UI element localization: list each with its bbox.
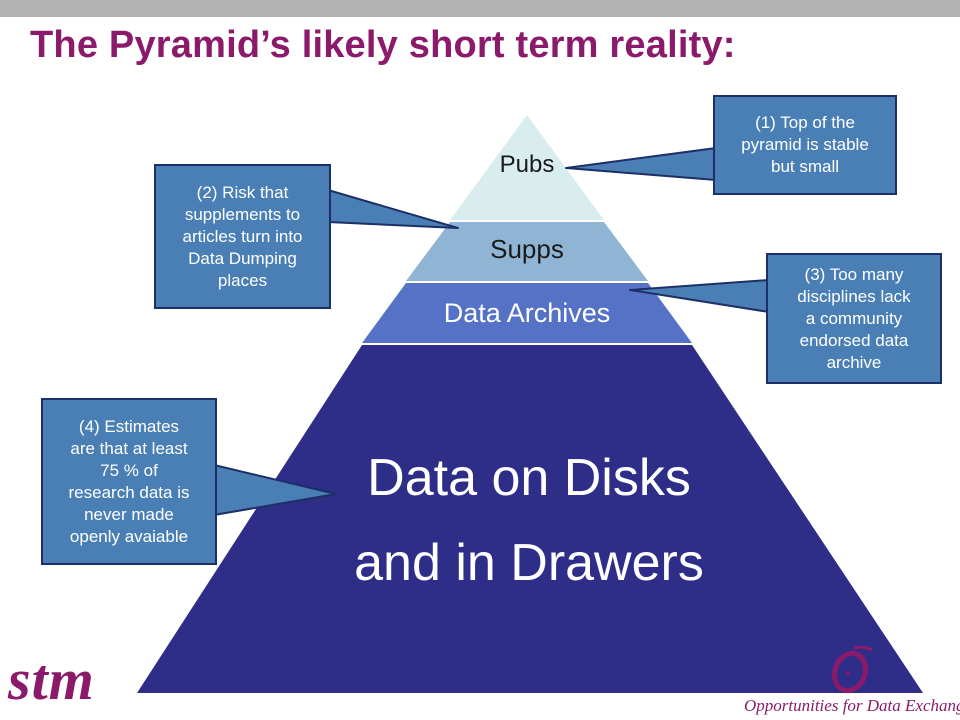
callout-4-line: research data is — [68, 482, 190, 502]
tier-label-data-on-disks-line1: Data on Disks — [367, 449, 691, 507]
callout-1: (1) Top of the pyramid is stable but sma… — [713, 95, 897, 195]
callout-1-line: pyramid is stable — [741, 135, 869, 154]
callout-2: (2) Risk that supplements to articles tu… — [154, 164, 331, 309]
stm-logo: stm — [8, 647, 95, 712]
callout-2-line: supplements to — [184, 204, 301, 224]
ode-logo-icon — [831, 645, 873, 694]
tier-data-on-disks — [137, 345, 923, 693]
callout-1-line: but small — [770, 157, 840, 176]
callout-3-line: (3) Too many — [804, 264, 904, 284]
callout-4-line: never made — [84, 504, 174, 524]
callout-4-line: 75 % of — [100, 460, 158, 480]
tier-label-supps: Supps — [490, 234, 564, 264]
callout-2-line: places — [217, 270, 268, 290]
callout-1-line: (1) Top of the — [755, 113, 855, 132]
callout-4-line: are that at least — [70, 438, 188, 458]
tier-data-archives — [362, 283, 692, 343]
tier-supps — [406, 222, 648, 281]
callout-3-line: a community — [805, 308, 903, 328]
callout-4-line: openly avaiable — [69, 526, 189, 546]
tier-pubs — [450, 115, 604, 220]
callout-4-line: (4) Estimates — [78, 416, 180, 436]
callout-2-line: Data Dumping — [188, 248, 297, 268]
callout-3-line: archive — [826, 352, 882, 372]
callout-1-pointer — [565, 147, 717, 181]
callout-2-pointer — [327, 189, 459, 229]
slide-title: The Pyramid’s likely short term reality: — [30, 24, 736, 66]
callout-3: (3) Too many disciplines lack a communit… — [766, 253, 942, 384]
tier-label-pubs: Pubs — [500, 151, 555, 178]
callout-2-line: (2) Risk that — [196, 182, 289, 202]
callout-4: (4) Estimates are that at least 75 % of … — [41, 398, 217, 565]
tier-label-data-archives: Data Archives — [444, 298, 611, 328]
callout-2-line: articles turn into — [182, 226, 303, 246]
callout-3-line: disciplines lack — [797, 286, 911, 306]
tier-label-data-on-disks-line2: and in Drawers — [354, 534, 704, 592]
top-bar — [0, 0, 960, 17]
ode-logo-text: Opportunities for Data Exchange — [744, 696, 960, 715]
callout-3-line: endorsed data — [799, 330, 909, 350]
